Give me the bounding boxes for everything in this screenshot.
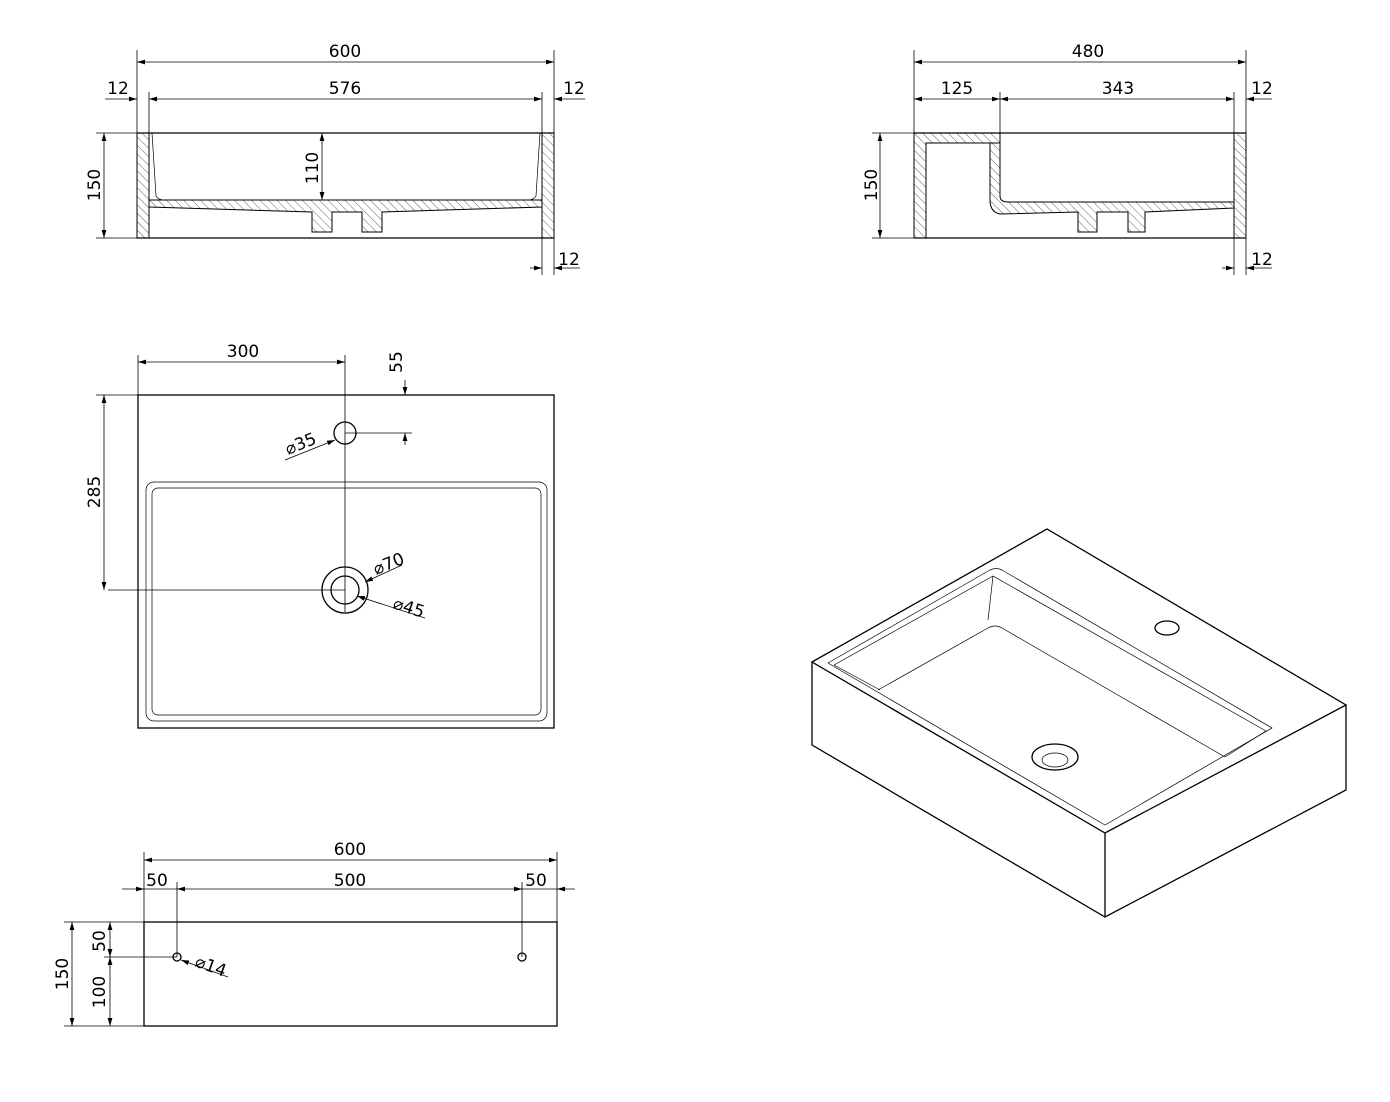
dim-height-150: 150 [862,169,882,201]
plan-view: 300 55 285 ⌀35 ⌀70 ⌀45 [85,342,555,729]
dim-tap-y-55: 55 [387,351,407,373]
dim-inner-576: 576 [329,79,361,99]
dim-width-600: 600 [334,840,366,860]
dim-depth-480: 480 [1072,42,1104,62]
dim-tap-dia: ⌀35 [282,429,319,459]
dim-left-50: 50 [146,871,168,891]
isometric-view [810,528,1348,918]
dim-height-150: 150 [53,958,73,990]
dim-hole-dia: ⌀14 [192,952,229,982]
dim-bottom-12: 12 [1251,250,1273,270]
iso-tap-hole [1154,620,1180,636]
dim-wall-right: 12 [563,79,585,99]
dim-deck-125: 125 [941,79,973,99]
dim-wall-left: 12 [107,79,129,99]
dim-spacing-500: 500 [334,871,366,891]
dim-drain-y-285: 285 [85,476,105,508]
dim-tap-x-300: 300 [227,342,259,362]
front-section-view: 600 576 12 12 150 110 12 [85,42,585,275]
dim-depth-110: 110 [303,152,323,184]
dim-drain-outer-dia: ⌀70 [370,549,407,579]
back-view: 600 50 500 50 150 50 100 ⌀14 [53,840,575,1027]
iso-drain [1031,743,1079,771]
dim-drain-inner-dia: ⌀45 [390,594,426,623]
dim-hole-top-50: 50 [90,930,110,952]
dim-wall-12: 12 [1251,79,1273,99]
dim-hole-bottom-100: 100 [90,976,110,1008]
side-section-view: 480 125 343 12 150 12 [862,42,1273,275]
dim-bottom-12: 12 [558,250,580,270]
dim-basin-343: 343 [1102,79,1134,99]
dim-right-50: 50 [525,871,547,891]
dim-width-600: 600 [329,42,361,62]
dim-height-150: 150 [85,169,105,201]
